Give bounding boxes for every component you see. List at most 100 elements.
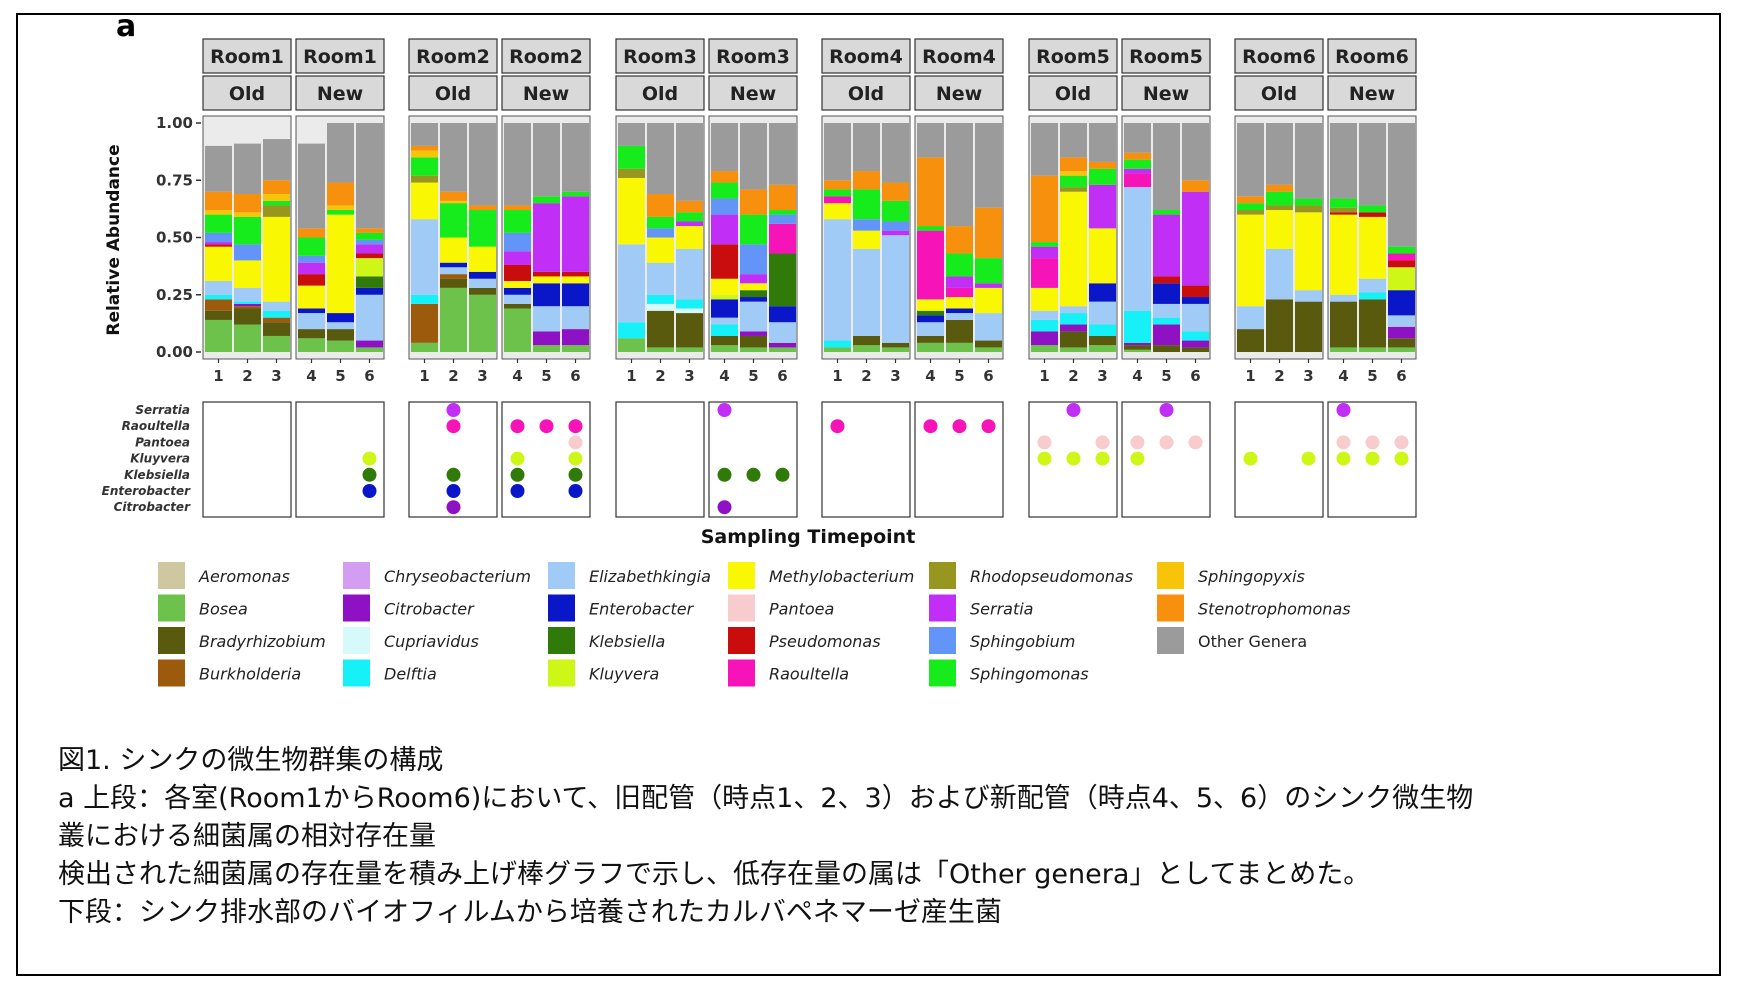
y-axis-title: Relative Abundance: [104, 144, 124, 335]
legend-swatch: [548, 659, 575, 687]
detection-dot: [1301, 451, 1316, 466]
bar-segment: [411, 219, 438, 295]
bar-segment: [647, 294, 674, 304]
caption-line-3: 検出された細菌属の存在量を積み上げ棒グラフで示し、低存在量の属は「Other g…: [58, 859, 1371, 890]
bar-segment: [1153, 123, 1180, 211]
bar-segment: [1330, 207, 1357, 213]
detection-dot: [568, 467, 583, 482]
legend-label: Cupriavidus: [384, 632, 479, 651]
bar-segment: [1237, 329, 1264, 352]
x-tick-label: 6: [983, 367, 993, 385]
detection-dot: [1130, 435, 1145, 450]
bar-segment: [1153, 283, 1180, 304]
bar-segment: [440, 200, 467, 204]
bar-segment: [263, 310, 290, 318]
bar-segment: [1266, 191, 1293, 206]
bar-segment: [263, 200, 290, 206]
bar-segment: [440, 191, 467, 201]
bar-segment: [298, 329, 325, 339]
legend-swatch: [158, 627, 185, 654]
detection-dot: [1095, 435, 1110, 450]
bar-segment: [562, 196, 589, 272]
legend-label: Stenotrophomonas: [1198, 600, 1351, 619]
bar-segment: [411, 175, 438, 183]
detection-dot: [746, 467, 761, 482]
legend-swatch: [929, 659, 956, 687]
bar-segment: [1237, 196, 1264, 204]
bar-segment: [1153, 276, 1180, 284]
strip-room-label: Room1: [303, 46, 377, 68]
bar-segment: [1089, 324, 1116, 336]
y-tick-label: 0.50: [156, 229, 193, 247]
bar-segment: [1237, 306, 1264, 330]
bar-segment: [1089, 184, 1116, 229]
detection-dot: [1095, 451, 1110, 466]
bar-segment: [882, 200, 909, 222]
detection-dot: [1243, 451, 1258, 466]
x-tick-label: 2: [1274, 367, 1284, 385]
bar-segment: [647, 310, 674, 348]
bar-segment: [1182, 331, 1209, 341]
bar-segment: [1266, 299, 1293, 352]
dot-category-label: Serratia: [135, 403, 190, 417]
strip-pipe-label: Old: [229, 83, 265, 105]
bar-segment: [356, 244, 383, 254]
bar-segment: [1266, 123, 1293, 185]
detection-dot: [923, 419, 938, 434]
caption-line-1: a 上段：各室(Room1からRoom6)において、旧配管（時点1、2、3）およ…: [58, 783, 1474, 814]
bar-segment: [824, 180, 851, 190]
bar-segment: [327, 123, 354, 183]
bar-segment: [298, 255, 325, 263]
detection-dot: [1037, 435, 1052, 450]
x-tick-label: 2: [242, 367, 252, 385]
bar-segment: [1153, 345, 1180, 352]
strip-pipe-label: New: [317, 83, 363, 105]
bar-segment: [740, 301, 767, 332]
bar-segment: [618, 168, 645, 178]
bar-segment: [562, 329, 589, 346]
detection-dot: [1188, 435, 1203, 450]
legend-label: Raoultella: [769, 665, 849, 684]
strip-room-label: Room4: [829, 46, 903, 68]
bar-segment: [469, 287, 496, 295]
bar-segment: [676, 248, 703, 300]
bar-segment: [469, 205, 496, 211]
bar-segment: [618, 177, 645, 245]
bar-segment: [205, 242, 232, 245]
x-tick-label: 3: [1097, 367, 1107, 385]
bar-segment: [327, 340, 354, 352]
bar-segment: [882, 235, 909, 343]
bar-segment: [740, 283, 767, 291]
bar-segment: [440, 287, 467, 352]
bar-segment: [853, 335, 880, 346]
bar-segment: [946, 313, 973, 320]
bar-segment: [533, 345, 560, 352]
dot-panel: [821, 401, 911, 518]
bar-segment: [1089, 283, 1116, 302]
legend-label: Methylobacterium: [769, 567, 914, 586]
bar-segment: [411, 294, 438, 304]
y-tick-label: 1.00: [156, 114, 193, 132]
legend-label: Klebsiella: [589, 632, 665, 651]
bar-segment: [917, 315, 944, 323]
bar-segment: [533, 203, 560, 272]
strip-room-label: Room5: [1129, 46, 1203, 68]
x-tick-label: 5: [541, 367, 551, 385]
detection-dot: [446, 403, 461, 417]
bar-segment: [234, 244, 261, 261]
bar-segment: [1089, 168, 1116, 185]
bar-segment: [769, 210, 796, 215]
bar-segment: [1182, 285, 1209, 298]
bar-segment: [562, 345, 589, 352]
figure-frame: [16, 13, 1721, 976]
bar-segment: [769, 347, 796, 352]
bar-segment: [740, 347, 767, 352]
strip-room-label: Room3: [716, 46, 790, 68]
bar-segment: [917, 335, 944, 343]
detection-dot: [510, 451, 525, 466]
bar-segment: [263, 180, 290, 194]
bar-segment: [327, 210, 354, 215]
bar-segment: [1182, 180, 1209, 192]
detection-dot: [1336, 403, 1351, 417]
legend-label: Elizabethkingia: [589, 567, 711, 586]
